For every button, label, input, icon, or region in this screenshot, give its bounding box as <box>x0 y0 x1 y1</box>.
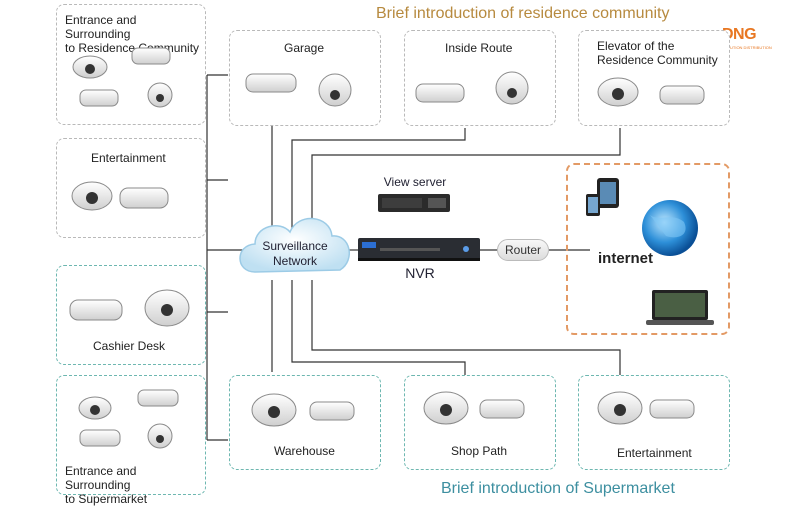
inside-route-line <box>291 128 466 240</box>
box-label: Warehouse <box>274 444 335 458</box>
brand-tagline: SOLUTION DISTRIBUTION <box>722 45 772 50</box>
surveillance-cloud <box>239 217 350 273</box>
box-shop-path: Shop Path <box>404 375 556 470</box>
globe-image <box>642 200 698 256</box>
supermarket-title: Brief introduction of Supermarket <box>441 480 675 497</box>
elevator-line <box>311 128 621 240</box>
box-label: Entrance and Surrounding to Residence Co… <box>65 13 200 55</box>
box-label: Inside Route <box>445 41 513 55</box>
box-cashier-desk: Cashier Desk <box>56 265 206 365</box>
shop-path-line <box>291 280 466 375</box>
cloud-label: Surveillance Network <box>262 239 328 268</box>
box-inside-route: Inside Route <box>404 30 556 126</box>
view-server-label: View server <box>383 175 447 189</box>
nvr-label: NVR <box>405 265 435 281</box>
brand-logo: DNG <box>722 26 757 43</box>
box-label: Cashier Desk <box>93 339 166 353</box>
internet-label: internet <box>598 250 654 267</box>
box-entrance-supermarket: Entrance and Surrounding to Supermarket <box>56 375 206 506</box>
box-warehouse: Warehouse <box>229 375 381 470</box>
box-label: Garage <box>284 41 325 55</box>
box-entertainment-left: Entertainment <box>56 138 206 238</box>
laptop-image <box>646 290 714 325</box>
box-label: Elevator of the Residence Community <box>597 39 718 67</box>
box-garage: Garage <box>229 30 381 126</box>
box-entertainment-bottom: Entertainment <box>578 375 730 470</box>
box-elevator: Elevator of the Residence Community <box>578 30 730 126</box>
box-internet <box>566 163 730 335</box>
box-entrance-residence: Entrance and Surrounding to Residence Co… <box>56 4 206 125</box>
tablet-image <box>586 178 619 216</box>
router-label: Router <box>497 239 549 261</box>
residence-title: Brief introduction of residence communit… <box>376 5 670 22</box>
view-server-image <box>378 194 450 212</box>
entertainment-bottom-line <box>311 280 621 375</box>
box-label: Shop Path <box>451 444 508 458</box>
nvr-image <box>358 238 480 261</box>
box-label: Entertainment <box>617 446 692 460</box>
box-label: Entertainment <box>91 151 166 165</box>
